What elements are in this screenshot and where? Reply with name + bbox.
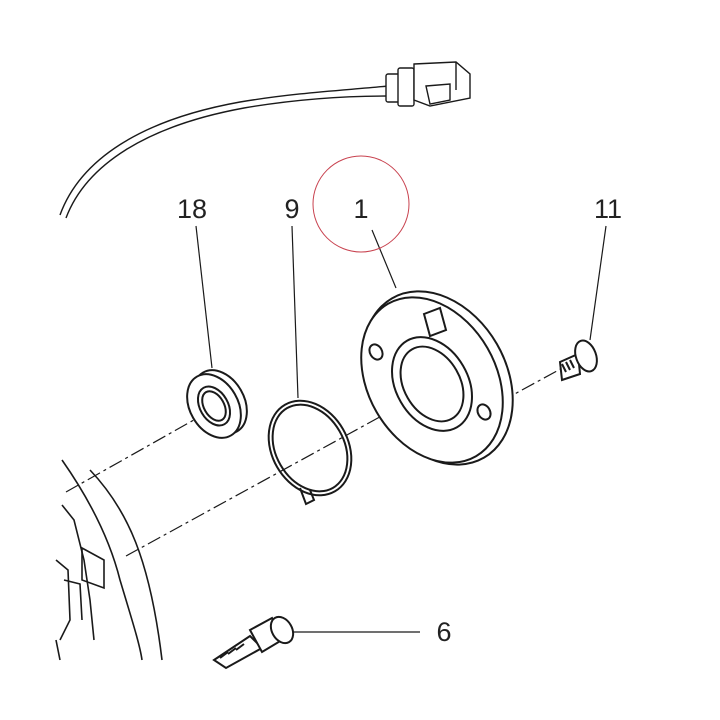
snap-ring-part [267,399,353,506]
cable-and-plug [59,61,471,219]
callout-9: 9 [284,194,299,224]
callout-18: 18 [177,194,207,224]
callout-1: 1 [353,194,368,224]
leader-lines [195,225,607,633]
plug-connector [385,61,471,107]
bolt-part [212,615,295,670]
motor-housing [55,459,163,661]
callout-6: 6 [436,617,451,647]
callout-11: 11 [594,194,622,224]
screw-part [558,339,598,382]
highlight-circle [312,155,410,253]
oil-seal-part [186,369,248,439]
flange-plate-part [360,290,514,466]
